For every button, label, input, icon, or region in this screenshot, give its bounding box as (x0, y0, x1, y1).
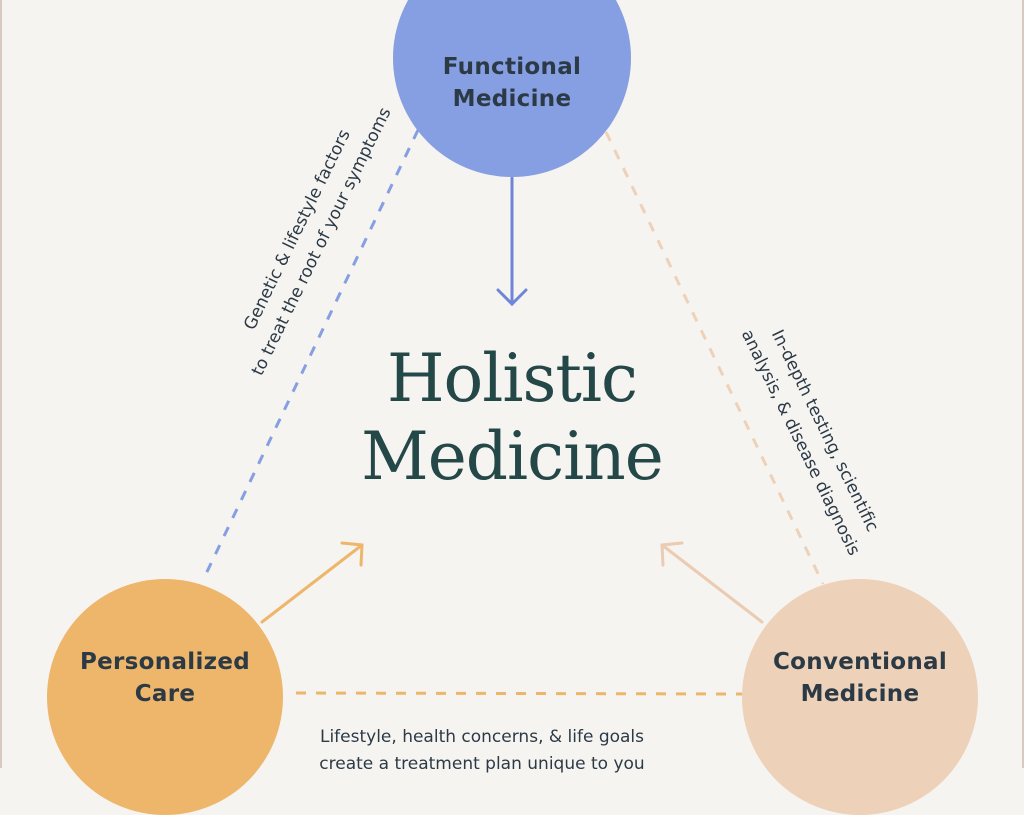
connector-personalized-conventional (295, 691, 743, 696)
arrow-functional-to-center (496, 176, 528, 307)
edge-label-personalized-conventional-line-2: create a treatment plan unique to you (319, 754, 645, 774)
edge-label-personalized-conventional-line-1: Lifestyle, health concerns, & life goals (319, 727, 645, 747)
edge-label-personalized-conventional: Lifestyle, health concerns, & life goals… (272, 724, 692, 778)
node-personalized-care: Personalized Care (47, 579, 283, 815)
node-functional-medicine-label: Functional Medicine (442, 54, 582, 112)
arrow-personalized-to-center (260, 541, 364, 624)
node-functional-medicine: Functional Medicine (393, 0, 631, 177)
center-title: Holistic Medicine (300, 340, 724, 496)
connector-functional-personalized (203, 129, 420, 577)
node-conventional-medicine: Conventional Medicine (742, 579, 978, 815)
diagram-connectors (203, 129, 825, 696)
node-conventional-medicine-label: Conventional Medicine (772, 649, 948, 707)
arrow-conventional-to-center (660, 541, 764, 624)
frame-border-right (1022, 0, 1024, 768)
center-title-line-1: Holistic (387, 340, 638, 417)
connector-functional-conventional (604, 131, 825, 585)
center-title-line-2: Medicine (361, 418, 664, 495)
node-personalized-care-label: Personalized Care (79, 649, 250, 707)
frame-border-left (0, 0, 2, 768)
